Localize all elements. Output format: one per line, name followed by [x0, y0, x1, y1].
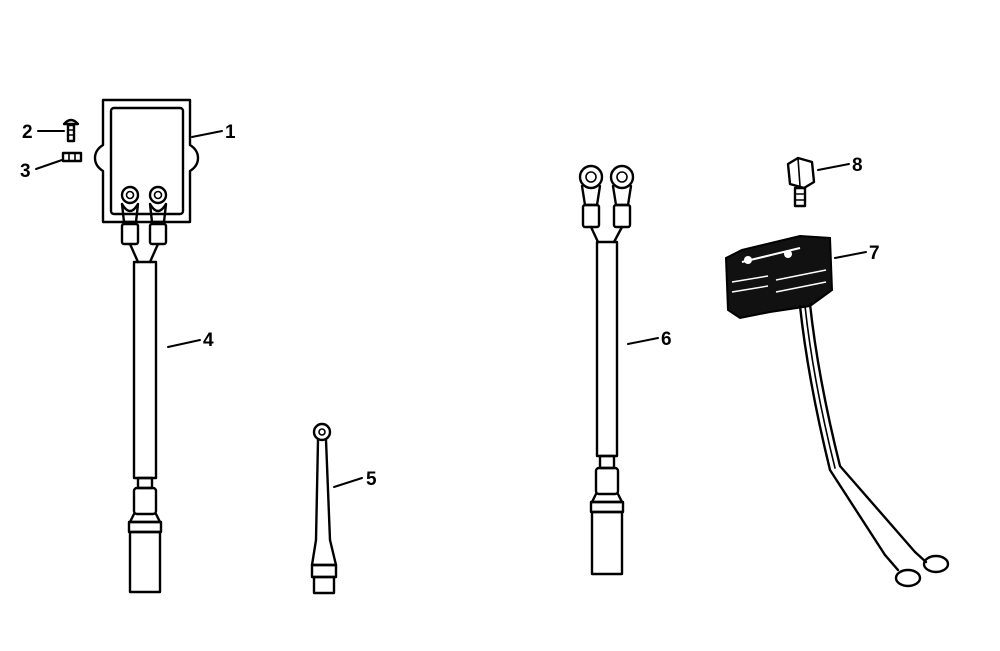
callout-7: 7	[869, 243, 880, 264]
callout-labels: 1 2 3 4 5 6 7 8	[20, 122, 880, 490]
part-7-coil-assembly	[724, 234, 950, 588]
callout-1: 1	[225, 122, 236, 143]
part-8-bolt	[786, 156, 816, 208]
callout-2: 2	[22, 122, 33, 143]
part-6-harness	[578, 164, 635, 576]
leader-1	[191, 130, 223, 138]
part-4-harness	[127, 260, 163, 594]
leader-6	[627, 337, 659, 345]
callout-5: 5	[366, 469, 377, 490]
leader-3	[35, 159, 63, 170]
callout-6: 6	[661, 329, 672, 350]
callout-8: 8	[852, 155, 863, 176]
part-1-regulator	[93, 98, 200, 264]
part-2-screw	[62, 118, 80, 143]
part-5-ground-lead	[310, 422, 338, 595]
leader-4	[167, 339, 201, 348]
part-3-nut	[61, 151, 83, 163]
leader-8	[817, 163, 850, 171]
callout-4: 4	[203, 330, 214, 351]
leader-lines	[35, 130, 867, 488]
leader-7	[834, 251, 867, 259]
callout-3: 3	[20, 161, 31, 182]
leader-5	[333, 477, 363, 488]
